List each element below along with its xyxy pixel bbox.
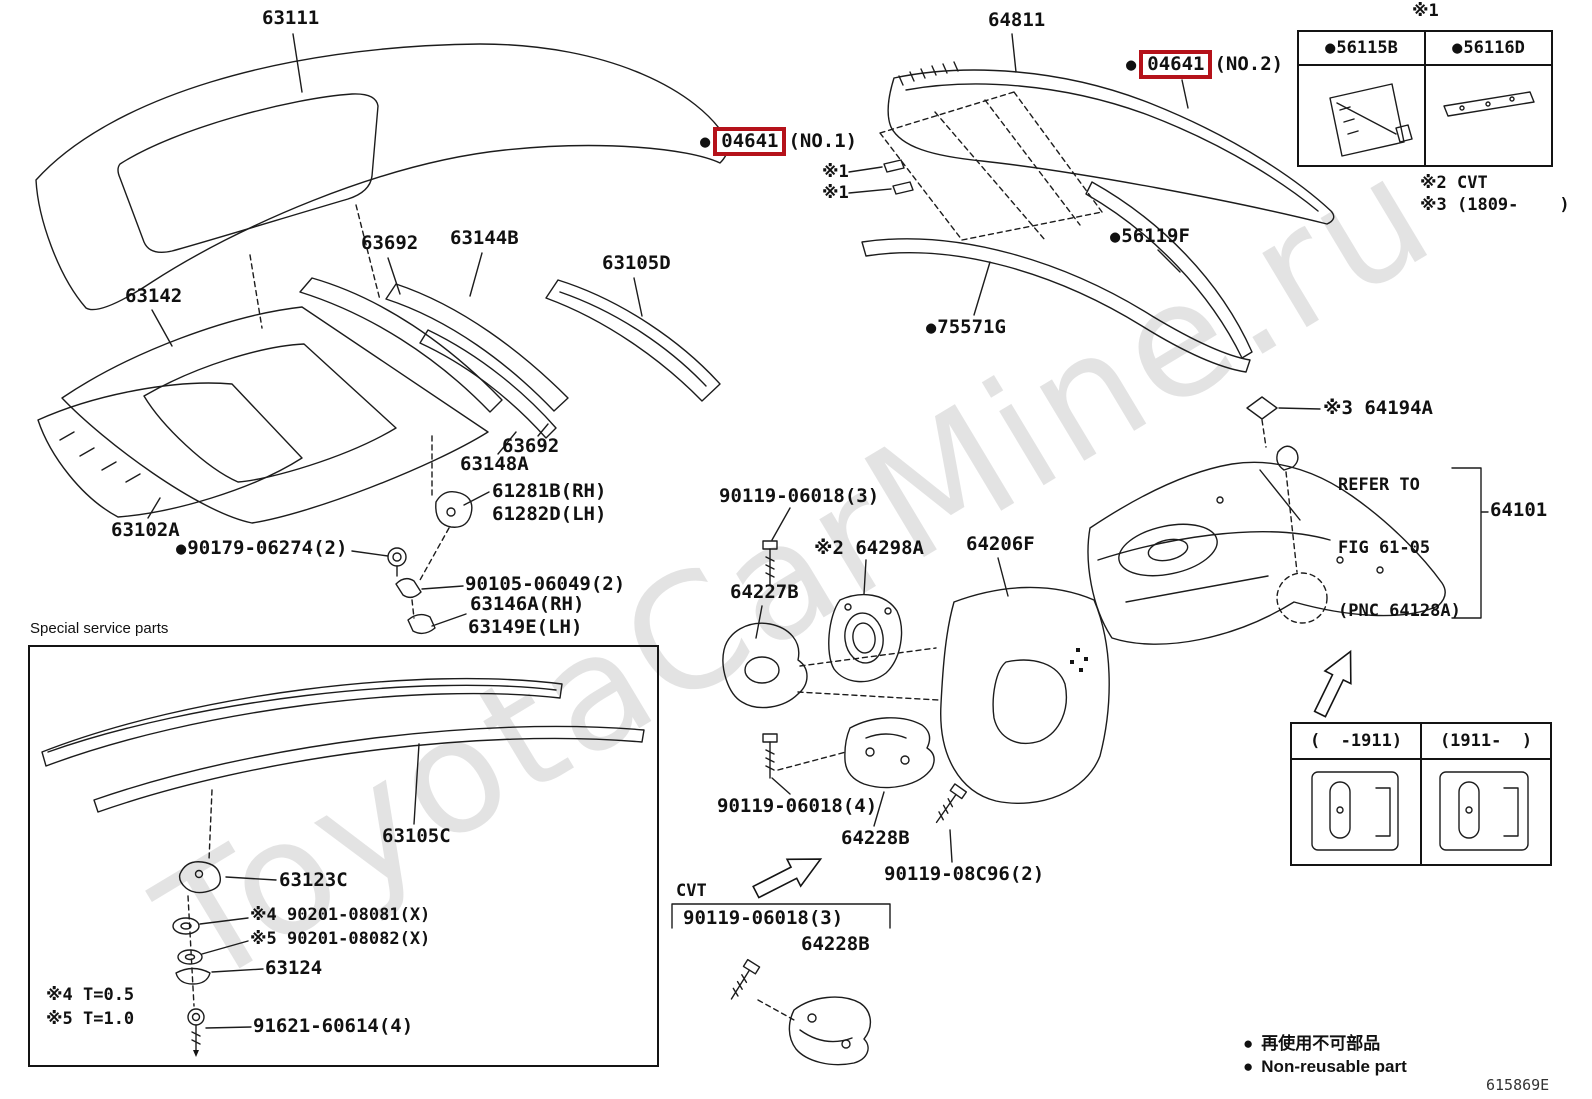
special-service-title: Special service parts bbox=[30, 620, 169, 637]
inset-table-topright: ●56115B ●56116D bbox=[1297, 30, 1553, 167]
part-label-90119-06018-3-cvt[interactable]: 90119-06018(3) bbox=[683, 907, 844, 929]
part-label-90119-06018-4[interactable]: 90119-06018(4) bbox=[717, 795, 878, 817]
range-header-new: (1911- ) bbox=[1420, 724, 1550, 758]
note-star1-a: ※1 bbox=[822, 162, 849, 182]
part-label-90201-08082[interactable]: ※5 90201-08082(X) bbox=[250, 929, 431, 949]
non-reusable-icon: ● bbox=[700, 132, 711, 152]
part-label-64227B[interactable]: 64227B bbox=[730, 581, 799, 603]
note-t10: ※5 T=1.0 bbox=[46, 1009, 135, 1029]
direction-arrows bbox=[749, 645, 1363, 905]
part-label-63102A[interactable]: 63102A bbox=[111, 519, 180, 541]
part-label-64298A[interactable]: ※2 64298A bbox=[814, 537, 924, 559]
legend-nonreusable-en: ●Non-reusable part bbox=[1243, 1057, 1407, 1076]
part-label-56115B[interactable]: 56115B bbox=[1336, 38, 1398, 58]
callout-04641-no2[interactable]: ●04641(NO.2) bbox=[1126, 50, 1283, 79]
part-label-63692-upper[interactable]: 63692 bbox=[361, 232, 419, 254]
part-label-63124[interactable]: 63124 bbox=[265, 957, 323, 979]
callout-suffix-no1: (NO.1) bbox=[788, 130, 858, 152]
part-label-63144B[interactable]: 63144B bbox=[450, 227, 519, 249]
bracket-64227B-drawing bbox=[723, 606, 938, 708]
back-glass-drawing bbox=[849, 34, 1334, 372]
part-label-63111[interactable]: 63111 bbox=[262, 7, 320, 29]
non-reusable-icon: ● bbox=[1452, 38, 1463, 58]
part-label-63149E[interactable]: 63149E(LH) bbox=[468, 616, 583, 638]
part-label-61281B[interactable]: 61281B(RH) bbox=[492, 480, 607, 502]
part-label-64194A[interactable]: ※3 64194A bbox=[1323, 397, 1433, 419]
non-reusable-icon: ● bbox=[1243, 1034, 1254, 1053]
plate-64298A-drawing bbox=[829, 560, 902, 682]
legend-nonreusable-jp: ●再使用不可部品 bbox=[1243, 1034, 1381, 1053]
refer-line2: FIG 61-05 bbox=[1338, 537, 1431, 558]
non-reusable-icon: ● bbox=[926, 318, 937, 338]
special-parts-drawing bbox=[42, 679, 644, 1057]
part-label-64811[interactable]: 64811 bbox=[988, 9, 1046, 31]
note-1809: ※3 (1809- ) bbox=[1420, 195, 1570, 215]
part-label-90119-06018-3[interactable]: 90119-06018(3) bbox=[719, 485, 880, 507]
inset-cell-old bbox=[1292, 760, 1420, 864]
part-label-63148A[interactable]: 63148A bbox=[460, 453, 529, 475]
part-label-90119-08C96[interactable]: 90119-08C96(2) bbox=[884, 863, 1045, 885]
cvt-section-label: CVT bbox=[676, 881, 707, 901]
non-reusable-icon: ● bbox=[1325, 38, 1336, 58]
part-label-63105C[interactable]: 63105C bbox=[382, 825, 451, 847]
part-label-63692-lower[interactable]: 63692 bbox=[502, 435, 560, 457]
part-label-90201-08081[interactable]: ※4 90201-08081(X) bbox=[250, 905, 431, 925]
inset-header-56115B: ●56115B bbox=[1299, 32, 1424, 64]
callout-04641-no1[interactable]: ●04641(NO.1) bbox=[700, 127, 857, 156]
refer-line1: REFER TO bbox=[1338, 474, 1420, 495]
special-service-parts-box bbox=[28, 645, 659, 1067]
note-t05: ※4 T=0.5 bbox=[46, 985, 135, 1005]
bolt-drawings bbox=[725, 508, 966, 1003]
roof-braces-drawing bbox=[300, 253, 720, 454]
part-label-63105D[interactable]: 63105D bbox=[602, 252, 671, 274]
inset-cell-56115B bbox=[1299, 66, 1424, 165]
highlighted-part-04641[interactable]: 04641 bbox=[1139, 50, 1213, 79]
refer-line3: (PNC 64128A) bbox=[1338, 601, 1461, 622]
roof-panel-drawing bbox=[36, 34, 728, 328]
part-label-64228B-cvt[interactable]: 64228B bbox=[801, 933, 870, 955]
cvt-bracket-drawing bbox=[672, 904, 890, 1065]
highlighted-part-04641[interactable]: 04641 bbox=[713, 127, 787, 156]
part-label-63142[interactable]: 63142 bbox=[125, 285, 183, 307]
note-cvt-variant: ※2 CVT bbox=[1420, 173, 1488, 193]
inset-bottomright-drawing bbox=[1312, 772, 1528, 850]
roof-frame-drawing bbox=[38, 307, 488, 523]
part-label-63146A[interactable]: 63146A(RH) bbox=[470, 593, 585, 615]
part-label-90179[interactable]: ●90179-06274(2) bbox=[176, 537, 348, 559]
part-label-61282D[interactable]: 61282D(LH) bbox=[492, 503, 607, 525]
doc-number: 615869E bbox=[1486, 1076, 1550, 1094]
inset-header-56116D: ●56116D bbox=[1424, 32, 1551, 64]
part-label-75571G[interactable]: ●75571G bbox=[926, 316, 1006, 338]
part-label-64101[interactable]: 64101 bbox=[1490, 499, 1548, 521]
non-reusable-icon: ● bbox=[1126, 55, 1137, 75]
partition-panel-drawing bbox=[941, 558, 1109, 803]
part-label-91621[interactable]: 91621-60614(4) bbox=[253, 1015, 414, 1037]
part-label-64228B-main[interactable]: 64228B bbox=[841, 827, 910, 849]
part-label-64206F[interactable]: 64206F bbox=[966, 533, 1035, 555]
bracket-cluster-drawing bbox=[352, 436, 489, 633]
part-label-90105[interactable]: 90105-06049(2) bbox=[465, 573, 626, 595]
bracket-64228B-drawing bbox=[845, 718, 934, 826]
non-reusable-icon: ● bbox=[1110, 227, 1121, 247]
callout-suffix-no2: (NO.2) bbox=[1214, 53, 1284, 75]
note-star1-b: ※1 bbox=[822, 183, 849, 203]
non-reusable-icon: ● bbox=[1243, 1057, 1254, 1076]
inset-topright-drawing bbox=[1330, 84, 1534, 156]
inset-cell-56116D bbox=[1424, 66, 1551, 165]
rear-panel-drawing bbox=[1088, 397, 1488, 644]
refer-note: REFER TO FIG 61-05 (PNC 64128A) bbox=[1338, 432, 1461, 665]
note-star1-top: ※1 bbox=[1412, 1, 1439, 21]
part-label-56116D[interactable]: 56116D bbox=[1463, 38, 1525, 58]
non-reusable-icon: ● bbox=[176, 539, 187, 559]
part-label-56119F[interactable]: ●56119F bbox=[1110, 225, 1190, 247]
inset-cell-new bbox=[1420, 760, 1550, 864]
range-header-old: ( -1911) bbox=[1309, 731, 1403, 751]
inset-table-bottomright: ( -1911) (1911- ) bbox=[1290, 722, 1552, 866]
part-label-63123C[interactable]: 63123C bbox=[279, 869, 348, 891]
